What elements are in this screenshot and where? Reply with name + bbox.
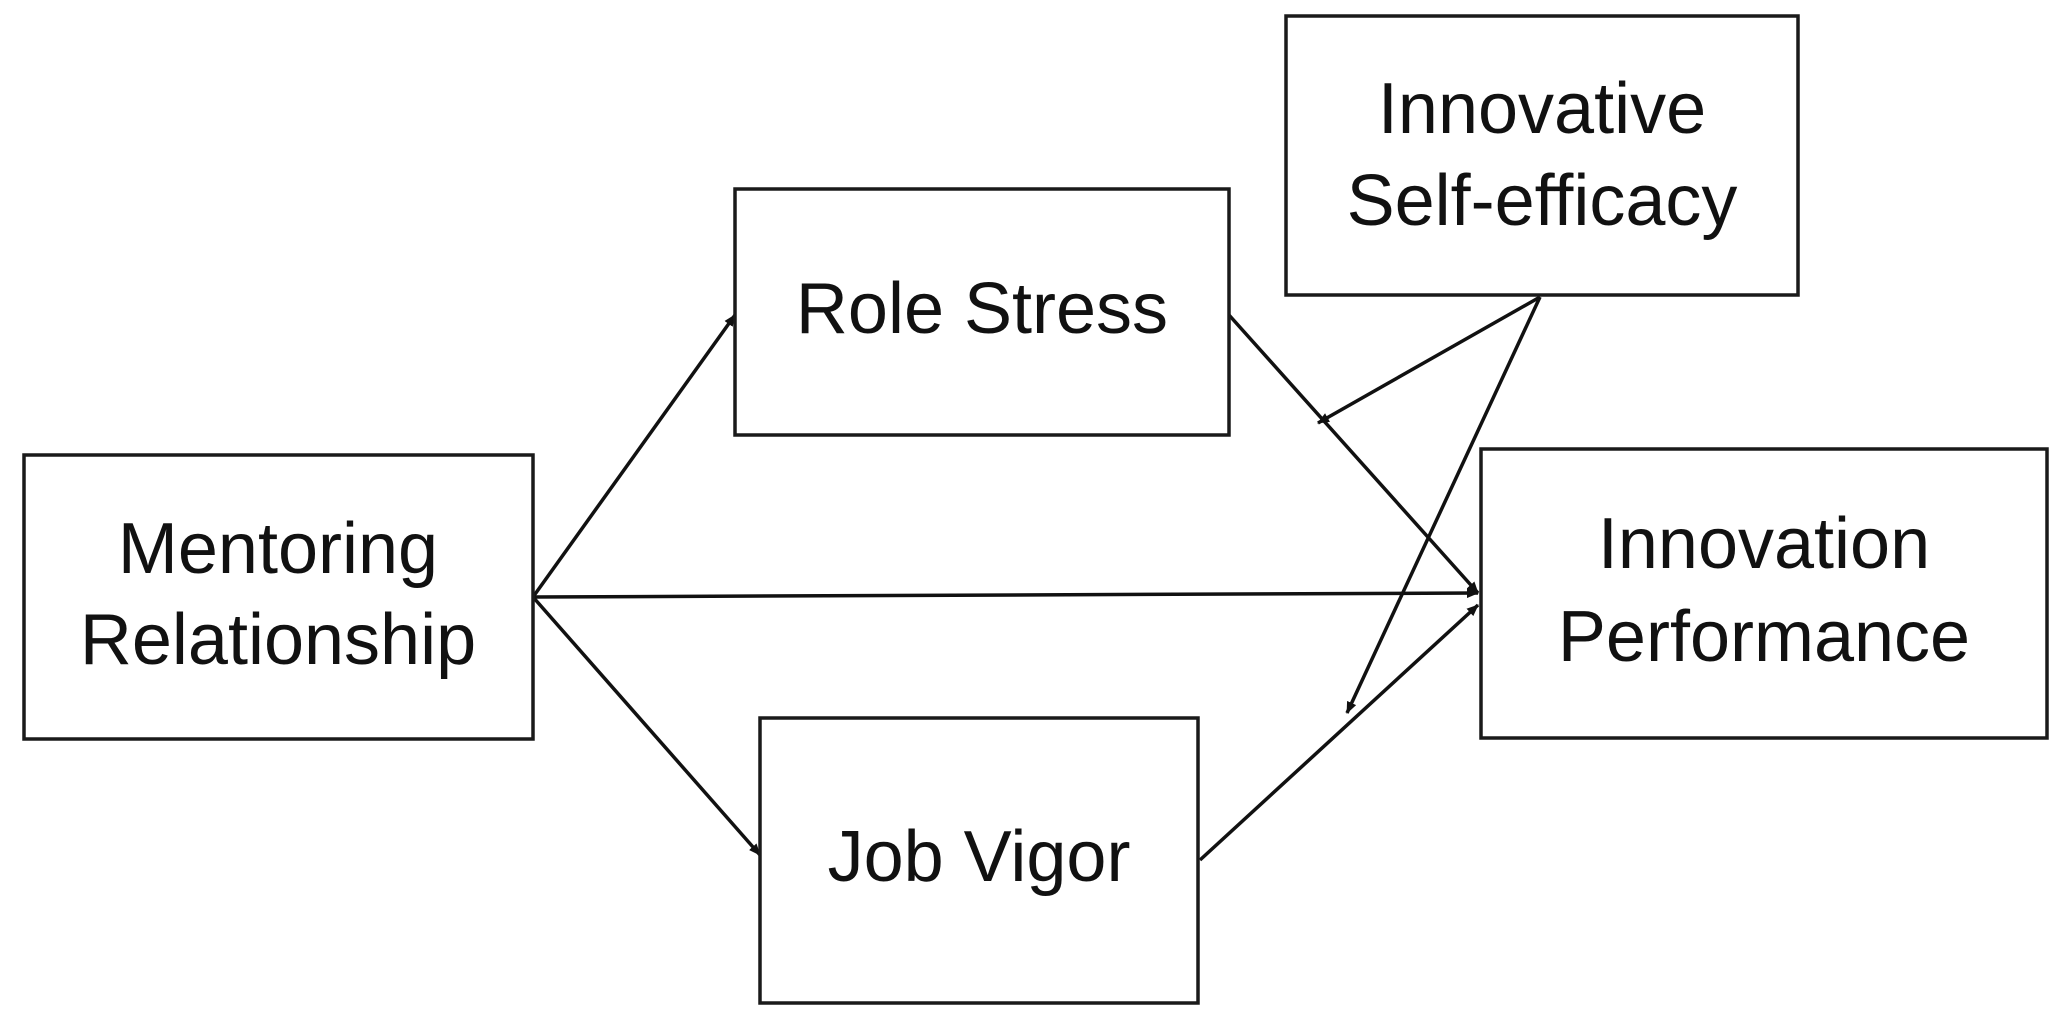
node-role-stress: Role Stress [733, 187, 1231, 437]
node-box [22, 453, 535, 741]
node-job-vigor: Job Vigor [758, 716, 1200, 1005]
node-label-line-2: Relationship [80, 600, 476, 680]
node-label-line-1: Innovative [1378, 69, 1706, 149]
edge-mentoring-to-innovation-performance [532, 588, 1479, 599]
node-box [733, 187, 1231, 437]
node-label-line-2: Self-efficacy [1347, 161, 1738, 241]
edge-job-vigor-to-innovation-performance [1198, 603, 1480, 862]
node-innovation-performance: Innovation Performance [1479, 447, 2049, 740]
node-innovative-self-efficacy: Innovative Self-efficacy [1284, 14, 1800, 297]
edge-role-stress-to-innovation-performance [1227, 313, 1480, 595]
edge-self-efficacy-moderates-role-stress-path [1317, 295, 1541, 425]
node-box [1284, 14, 1800, 297]
node-mentoring-relationship: Mentoring Relationship [22, 453, 535, 741]
node-box [758, 716, 1200, 1005]
edge-mentoring-to-role-stress [531, 313, 737, 599]
node-label-line-1: Job Vigor [828, 817, 1131, 897]
edge-self-efficacy-moderates-job-vigor-path [1345, 296, 1542, 714]
node-label-line-1: Mentoring [118, 509, 438, 589]
node-label-line-1: Innovation [1598, 504, 1930, 584]
node-label-line-1: Role Stress [796, 269, 1168, 349]
edge-mentoring-to-job-vigor [531, 595, 762, 857]
edges [531, 295, 1542, 862]
node-box [1479, 447, 2049, 740]
node-label-line-2: Performance [1558, 597, 1970, 677]
